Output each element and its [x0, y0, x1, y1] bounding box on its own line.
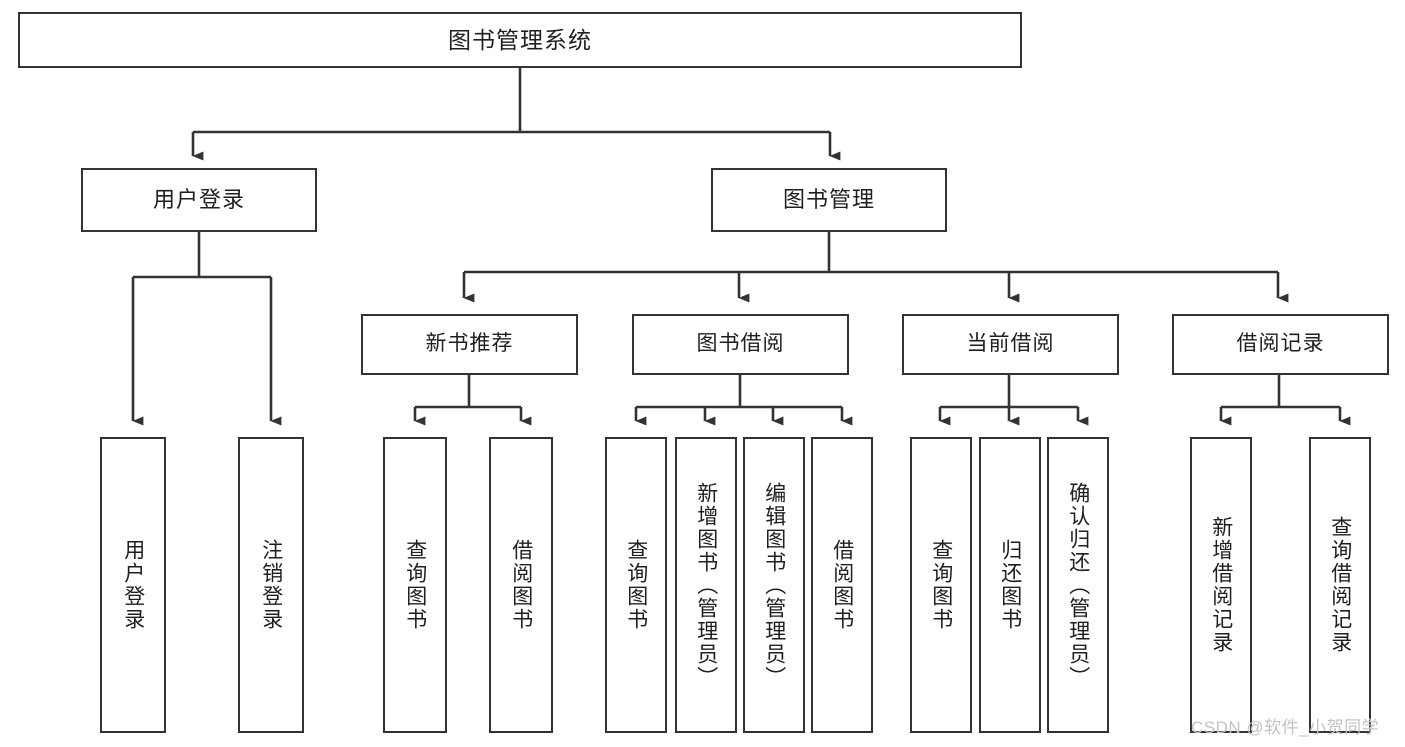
node-label: 查询图书 [624, 539, 648, 631]
node-label: 用户登录 [152, 187, 245, 213]
node-current-borrow[interactable]: 当前借阅 [902, 314, 1119, 375]
node-book-borrow[interactable]: 图书借阅 [632, 314, 849, 375]
node-label: 新增图书（管理员） [694, 481, 718, 689]
leaf-add-book-admin[interactable]: 新增图书（管理员） [675, 437, 737, 733]
leaf-query-borrow-record[interactable]: 查询借阅记录 [1309, 437, 1371, 733]
leaf-add-borrow-record[interactable]: 新增借阅记录 [1190, 437, 1252, 733]
leaf-edit-book-admin[interactable]: 编辑图书（管理员） [743, 437, 805, 733]
leaf-return-book[interactable]: 归还图书 [979, 437, 1041, 733]
leaf-query-book-recommend[interactable]: 查询图书 [383, 437, 447, 733]
node-borrow-record[interactable]: 借阅记录 [1172, 314, 1389, 375]
node-label: 查询图书 [929, 539, 953, 631]
leaf-borrow-book-recommend[interactable]: 借阅图书 [489, 437, 553, 733]
node-label: 借阅记录 [1236, 332, 1325, 356]
leaf-user-login[interactable]: 用户登录 [100, 437, 166, 733]
node-label: 新增借阅记录 [1209, 516, 1233, 654]
node-label: 查询借阅记录 [1328, 516, 1352, 654]
node-label: 注销登录 [259, 539, 283, 631]
node-label: 用户登录 [121, 539, 145, 631]
node-label: 新书推荐 [425, 332, 514, 356]
node-label: 归还图书 [998, 539, 1022, 631]
node-new-book-recommend[interactable]: 新书推荐 [361, 314, 578, 375]
node-user-login[interactable]: 用户登录 [81, 168, 317, 232]
leaf-borrow-book[interactable]: 借阅图书 [811, 437, 873, 733]
leaf-query-book-current[interactable]: 查询图书 [910, 437, 972, 733]
leaf-logout[interactable]: 注销登录 [238, 437, 304, 733]
node-label: 图书管理 [782, 187, 875, 213]
node-label: 图书管理系统 [448, 26, 592, 53]
node-label: 借阅图书 [830, 539, 854, 631]
csdn-watermark: CSDN @软件_小贺同学 [1191, 718, 1380, 737]
node-root-library-system[interactable]: 图书管理系统 [18, 12, 1022, 68]
leaf-confirm-return-admin[interactable]: 确认归还（管理员） [1047, 437, 1109, 733]
node-label: 当前借阅 [966, 332, 1055, 356]
node-label: 查询图书 [403, 539, 427, 631]
node-label: 确认归还（管理员） [1066, 481, 1090, 689]
node-label: 图书借阅 [696, 332, 785, 356]
node-label: 借阅图书 [509, 539, 533, 631]
node-book-management[interactable]: 图书管理 [711, 168, 947, 232]
node-label: 编辑图书（管理员） [762, 481, 786, 689]
leaf-query-book[interactable]: 查询图书 [605, 437, 667, 733]
